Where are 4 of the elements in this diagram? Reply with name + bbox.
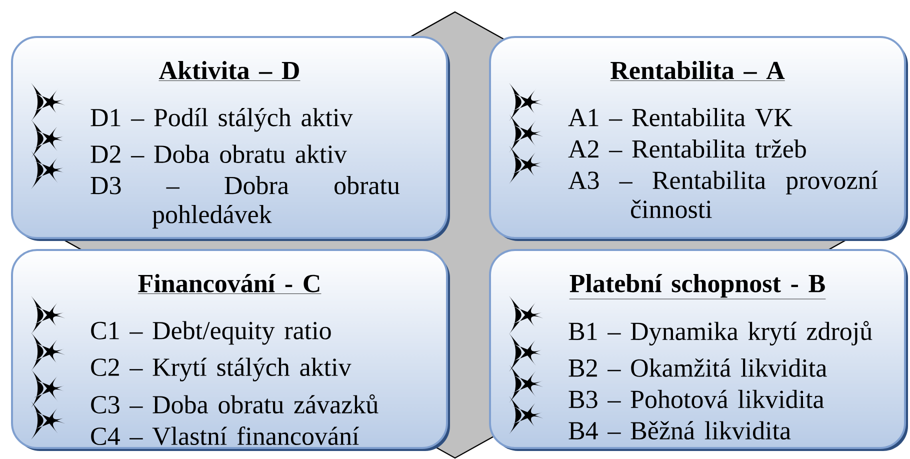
rounded-box: Rentabilita – A A1 – Rentabilita VK A2 – Rentabilita tržeb A3 – Rentabilita provozní činnosti xyxy=(489,36,908,241)
rounded-box: Aktivita – D D1 – Podíl stálých aktiv D2 – Doba obratu aktiv D3 – Dobra obratu pohledávek xyxy=(11,36,450,241)
rounded-box: Financování - C C1 – Debt/equity ratio C2 – Krytí stálých aktiv C3 – Doba obratu závazků C4 – Vlastní financování xyxy=(11,249,450,451)
rounded-box: Platební schopnost - B B1 – Dynamika krytí zdrojů B2 – Okamžitá likvidita B3 – Pohotová likvidita B4 – Běžná likvidita xyxy=(489,249,908,451)
